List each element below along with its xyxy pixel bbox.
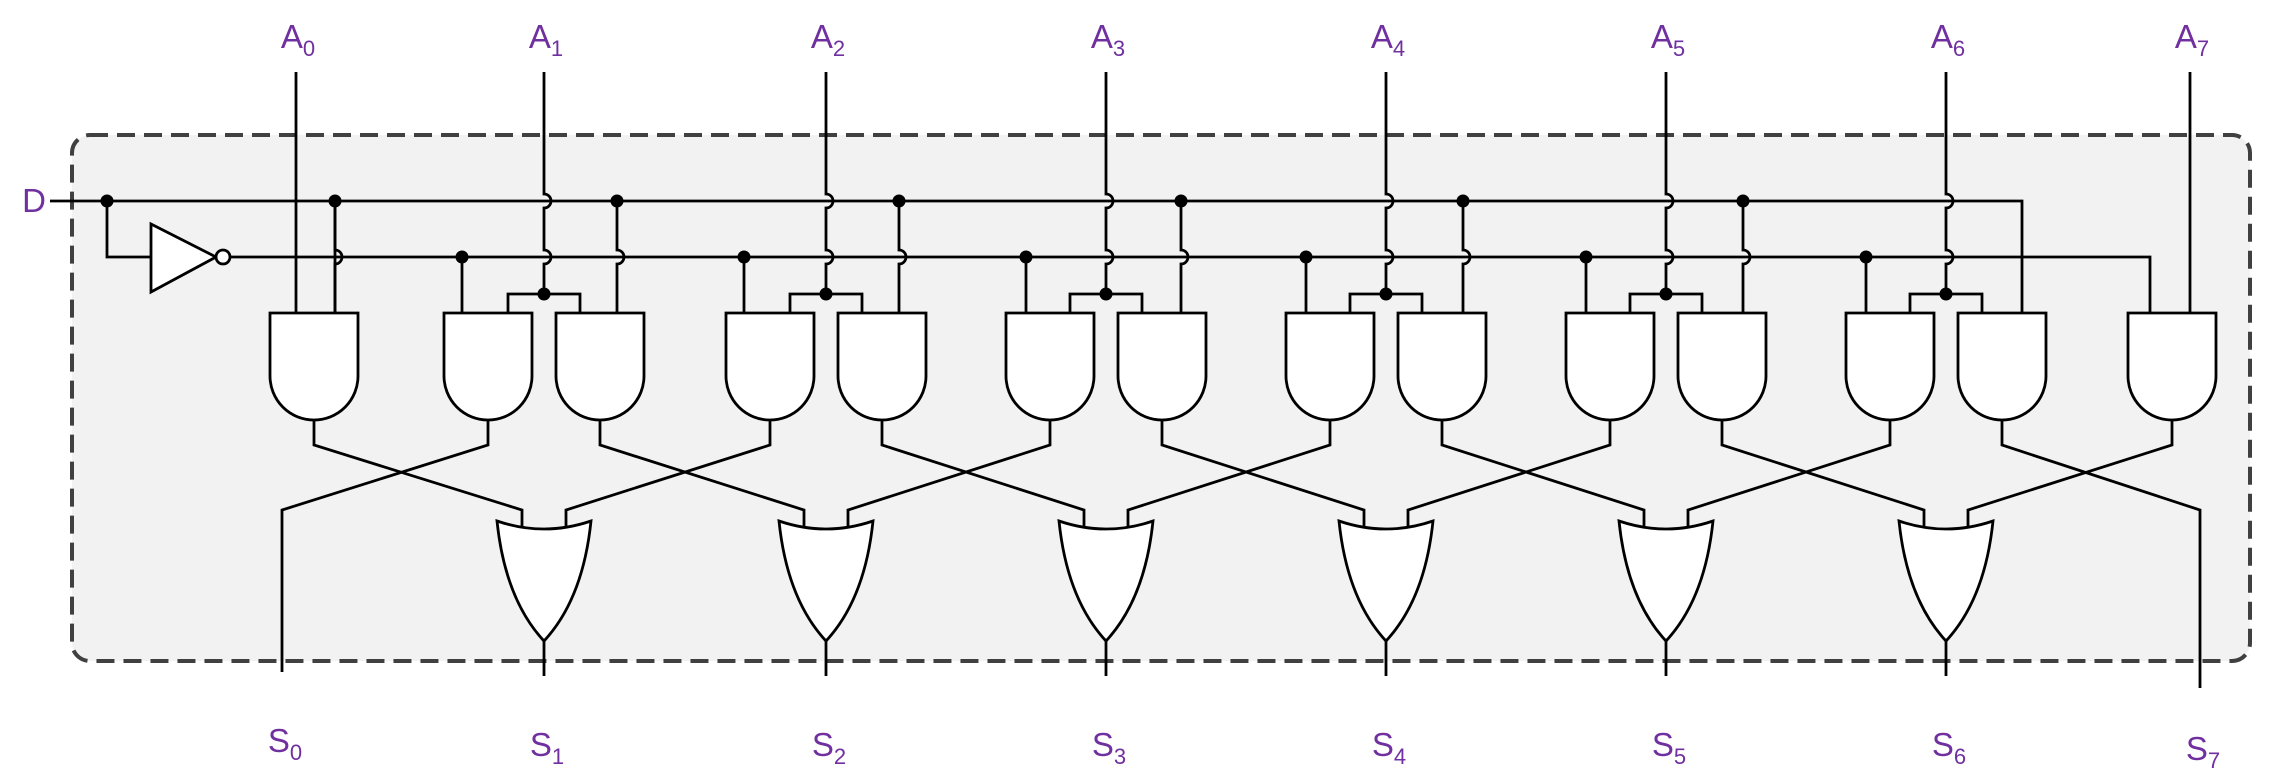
- junction-dot: [537, 287, 551, 301]
- wire-d-gate-1: [333, 201, 344, 313]
- output-label-s7: S7: [2186, 730, 2220, 768]
- wire-or-2-in-right: [846, 420, 1052, 534]
- junction-dot: [610, 194, 624, 208]
- input-label-a7: A7: [2175, 18, 2209, 61]
- wire-or-6-in-right: [1966, 420, 2174, 534]
- inverter-gate: [149, 221, 220, 295]
- wire-d-gate-4: [1179, 201, 1190, 313]
- or-gate-6: [1897, 518, 1995, 644]
- input-label-a0: A0: [281, 18, 315, 61]
- junction-dot: [1659, 287, 1673, 301]
- junction-dot: [1939, 287, 1953, 301]
- junction-dot: [1099, 287, 1113, 301]
- junction-dot: [1736, 194, 1750, 208]
- d-not-bus: [230, 255, 2152, 313]
- junction-dot: [892, 194, 906, 208]
- junction-dot: [1174, 194, 1188, 208]
- and-gate-1-right: [554, 311, 646, 422]
- input-label-a5: A5: [1651, 18, 1685, 61]
- and-gate-4-right: [1396, 311, 1488, 422]
- and-gate-6-left: [1844, 311, 1936, 422]
- junction-dot: [737, 250, 751, 264]
- or-gate-2: [777, 518, 875, 644]
- junction-dot: [819, 287, 833, 301]
- or-gate-5: [1617, 518, 1715, 644]
- wire-or-6-in-left: [1720, 420, 1926, 534]
- wire-a5: [1664, 72, 1675, 294]
- junction-dot: [100, 194, 114, 208]
- inverter-bubble: [214, 248, 232, 266]
- d-to-inverter: [105, 201, 151, 259]
- d-bus: [50, 199, 2024, 313]
- output-label-s2: S2: [812, 726, 846, 768]
- or-gate-3: [1057, 518, 1155, 644]
- junction-dot: [1859, 250, 1873, 264]
- junction-dot: [1019, 250, 1033, 264]
- wire-a4: [1384, 72, 1395, 294]
- and-gate-5-left: [1564, 311, 1656, 422]
- and-gate-7: [2126, 311, 2218, 422]
- junction-dot: [1379, 287, 1393, 301]
- wire-d-gate-5: [1461, 201, 1472, 313]
- or-gate-1: [495, 518, 593, 644]
- wire-or-3-in-left: [880, 420, 1086, 534]
- input-label-a1: A1: [529, 18, 563, 61]
- wire-a1: [542, 72, 553, 294]
- and-gate-5-right: [1676, 311, 1768, 422]
- and-gate-2-left: [724, 311, 816, 422]
- input-label-a2: A2: [811, 18, 845, 61]
- wire-or-1-in-right: [564, 420, 772, 534]
- and-gate-0: [268, 311, 360, 422]
- wire-d-gate-2: [615, 201, 626, 313]
- output-label-s0: S0: [268, 722, 302, 765]
- and-gate-3-right: [1116, 311, 1208, 422]
- and-gate-2-right: [836, 311, 928, 422]
- wire-d-gate-3: [897, 201, 908, 313]
- wire-d-gate-6: [1741, 201, 1752, 313]
- control-label-d: D: [22, 182, 46, 219]
- output-label-s4: S4: [1372, 726, 1406, 768]
- wire-or-2-in-left: [598, 420, 806, 534]
- and-gate-4-left: [1284, 311, 1376, 422]
- and-gate-6-right: [1956, 311, 2048, 422]
- wire-s0-path: [280, 420, 490, 672]
- wire-or-5-in-left: [1440, 420, 1646, 534]
- junction-dot: [1299, 250, 1313, 264]
- input-label-a6: A6: [1931, 18, 1965, 61]
- wire-a6: [1944, 72, 1955, 294]
- input-label-a4: A4: [1371, 18, 1405, 61]
- output-label-s5: S5: [1652, 726, 1686, 768]
- or-gate-4: [1337, 518, 1435, 644]
- wire-or-1-in-left: [312, 420, 524, 534]
- wire-or-3-in-right: [1126, 420, 1332, 534]
- junction-dot: [1456, 194, 1470, 208]
- junction-dot: [1579, 250, 1593, 264]
- junction-dot: [328, 194, 342, 208]
- junction-dot: [455, 250, 469, 264]
- output-label-s3: S3: [1092, 726, 1126, 768]
- output-label-s6: S6: [1932, 726, 1966, 768]
- and-gate-1-left: [442, 311, 534, 422]
- and-gate-3-left: [1004, 311, 1096, 422]
- wire-a3: [1104, 72, 1115, 294]
- output-label-s1: S1: [530, 726, 564, 768]
- wire-or-4-in-right: [1406, 420, 1612, 534]
- input-label-a3: A3: [1091, 18, 1125, 61]
- wire-s7-path: [2000, 420, 2202, 688]
- wire-or-5-in-right: [1686, 420, 1892, 534]
- wire-or-4-in-left: [1160, 420, 1366, 534]
- wire-a2: [824, 72, 835, 294]
